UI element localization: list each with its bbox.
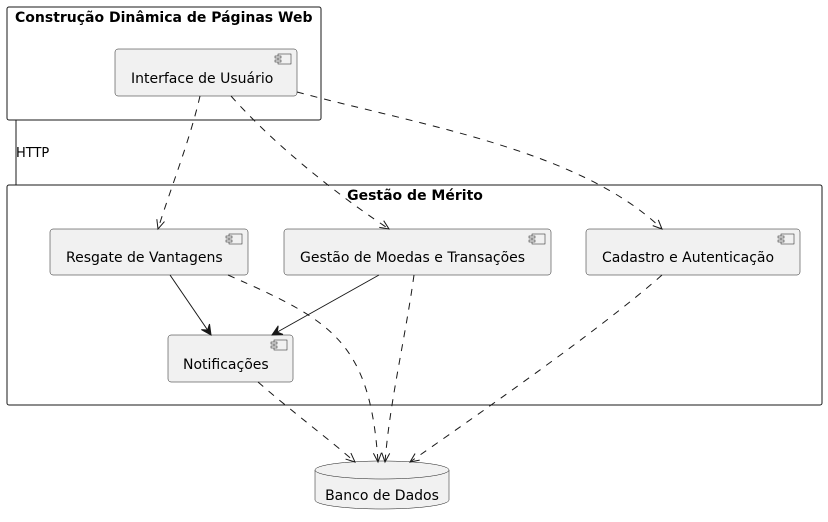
component-icon bbox=[528, 233, 546, 245]
component-icon bbox=[777, 233, 795, 245]
solid-arrows bbox=[169, 274, 380, 335]
component-coins[interactable]: Gestão de Moedas e Transações bbox=[283, 228, 552, 276]
database-banco-de-dados[interactable]: Banco de Dados bbox=[314, 460, 450, 510]
package-web-title: Construção Dinâmica de Páginas Web bbox=[15, 10, 312, 26]
arrow-ui-to-rewards bbox=[156, 95, 201, 231]
dependency-arrows bbox=[156, 91, 663, 464]
component-notify[interactable]: Notificações bbox=[167, 334, 294, 383]
component-rewards[interactable]: Resgate de Vantagens bbox=[49, 228, 249, 276]
arrow-rewards-to-db bbox=[227, 274, 382, 464]
component-auth[interactable]: Cadastro e Autenticação bbox=[585, 228, 801, 276]
arrow-ui-to-coins bbox=[230, 95, 391, 230]
arrow-rewards-to-notify bbox=[169, 274, 211, 335]
component-ui[interactable]: Interface de Usuário bbox=[114, 48, 298, 97]
arrow-auth-to-db bbox=[408, 274, 663, 463]
component-ui-label: Interface de Usuário bbox=[131, 71, 273, 87]
arrow-notify-to-db bbox=[257, 381, 356, 463]
component-auth-label: Cadastro e Autenticação bbox=[602, 250, 774, 266]
package-merit: Gestão de Mérito bbox=[6, 184, 823, 406]
database-label: Banco de Dados bbox=[325, 488, 439, 504]
component-notify-label: Notificações bbox=[183, 357, 269, 373]
component-icon bbox=[274, 53, 292, 65]
component-icon bbox=[225, 233, 243, 245]
package-merit-title: Gestão de Mérito bbox=[347, 188, 483, 204]
http-link-label: HTTP bbox=[16, 146, 49, 161]
http-link: HTTP bbox=[15, 120, 49, 185]
component-rewards-label: Resgate de Vantagens bbox=[66, 250, 223, 266]
component-coins-label: Gestão de Moedas e Transações bbox=[300, 250, 525, 266]
arrow-coins-to-notify bbox=[272, 274, 380, 335]
component-icon bbox=[270, 339, 288, 351]
